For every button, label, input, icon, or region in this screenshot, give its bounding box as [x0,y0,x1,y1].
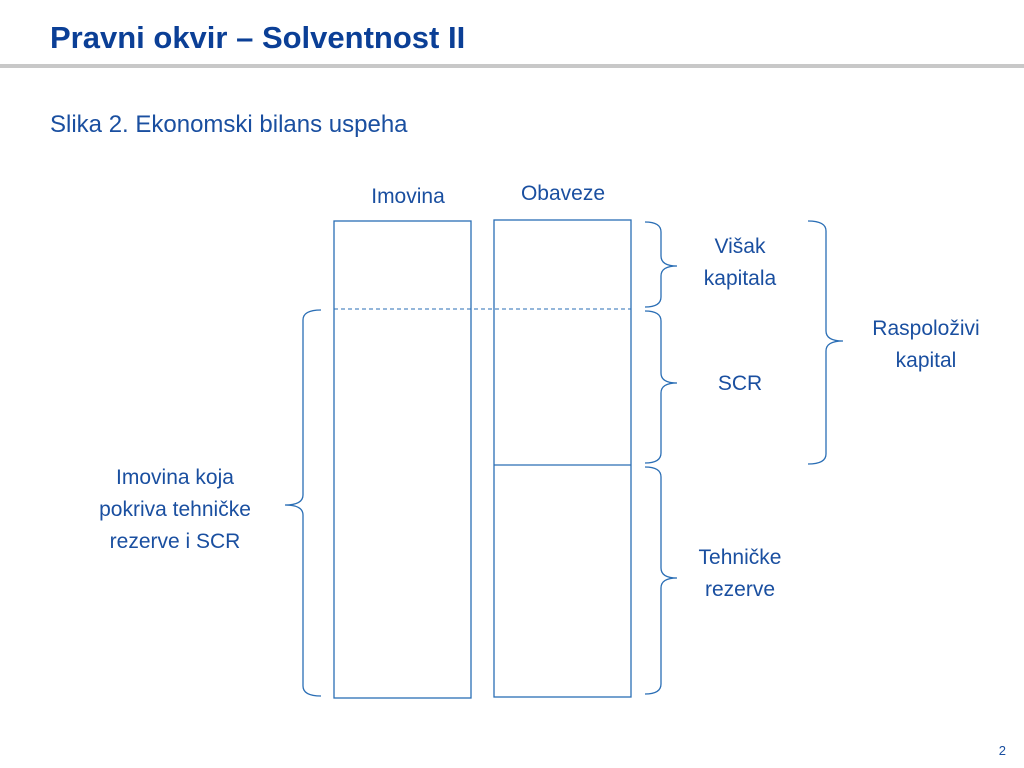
reserves-brace [644,466,678,695]
available-label-line1: Raspoloživi [872,317,980,340]
surplus-brace [644,221,678,308]
assets-cover-line3: rezerve i SCR [109,530,241,553]
page-number: 2 [998,743,1006,758]
liabilities-column [493,219,632,698]
surplus-label-line1: Višak [714,235,766,258]
title-divider [0,64,1024,68]
technical-reserves-label: Tehničke rezerve [680,542,800,606]
assets-column-label: Imovina [371,185,445,208]
page-title: Pravni okvir – Solventnost II [50,20,466,55]
assets-cover-line1: Imovina koja [116,466,234,489]
reserves-label-line2: rezerve [704,578,776,601]
figure-caption: Slika 2. Ekonomski bilans uspeha [50,111,408,138]
scr-brace [644,310,678,464]
assets-cover-line2: pokriva tehničke [99,498,251,521]
available-capital-brace [807,220,844,465]
available-label-line2: kapital [895,349,957,372]
surplus-capital-label: Višak kapitala [680,231,800,295]
surplus-label-line2: kapitala [703,267,777,290]
available-capital-label: Raspoloživi kapital [848,313,1004,377]
scr-label: SCR [717,372,763,395]
liabilities-column-label: Obaveze [520,182,606,205]
assets-cover-brace [284,309,322,697]
assets-cover-label: Imovina koja pokriva tehničke rezerve i … [70,462,280,558]
reserves-label-line1: Tehničke [698,546,782,569]
assets-column [333,220,472,699]
